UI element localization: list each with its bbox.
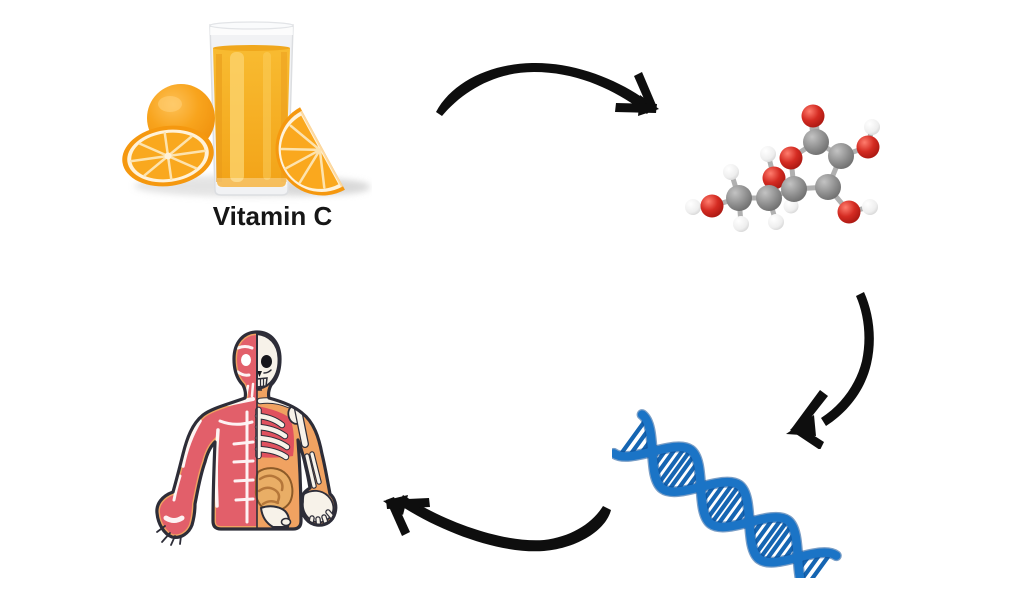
- arrow-right-icon: [436, 62, 659, 116]
- orange-wedge: [275, 107, 345, 196]
- vitamin-c-caption: Vitamin C: [212, 201, 333, 231]
- half-orange-slice: [122, 125, 214, 187]
- dna-strands: [612, 409, 842, 578]
- skull-half: [256, 332, 280, 390]
- orange-juice-glass-icon: [122, 21, 370, 197]
- dna-helix-icon: [612, 409, 842, 578]
- pelvis-bone: [259, 505, 292, 528]
- juice-glass: [209, 21, 294, 196]
- intestines: [254, 467, 294, 513]
- molecule-ball-stick-icon: [685, 104, 880, 232]
- molecule-atoms: [685, 104, 880, 232]
- arrow-down-left-icon: [786, 292, 874, 449]
- eye-socket: [261, 355, 272, 368]
- skeleton-half: [254, 377, 336, 532]
- nose-socket: [257, 371, 262, 377]
- half-muscle-half-skeleton-body-icon: [155, 330, 338, 546]
- arrow-left-icon: [383, 495, 611, 552]
- body-outline: [155, 330, 338, 539]
- muscle-eye-patch: [241, 354, 251, 366]
- teeth: [256, 377, 268, 388]
